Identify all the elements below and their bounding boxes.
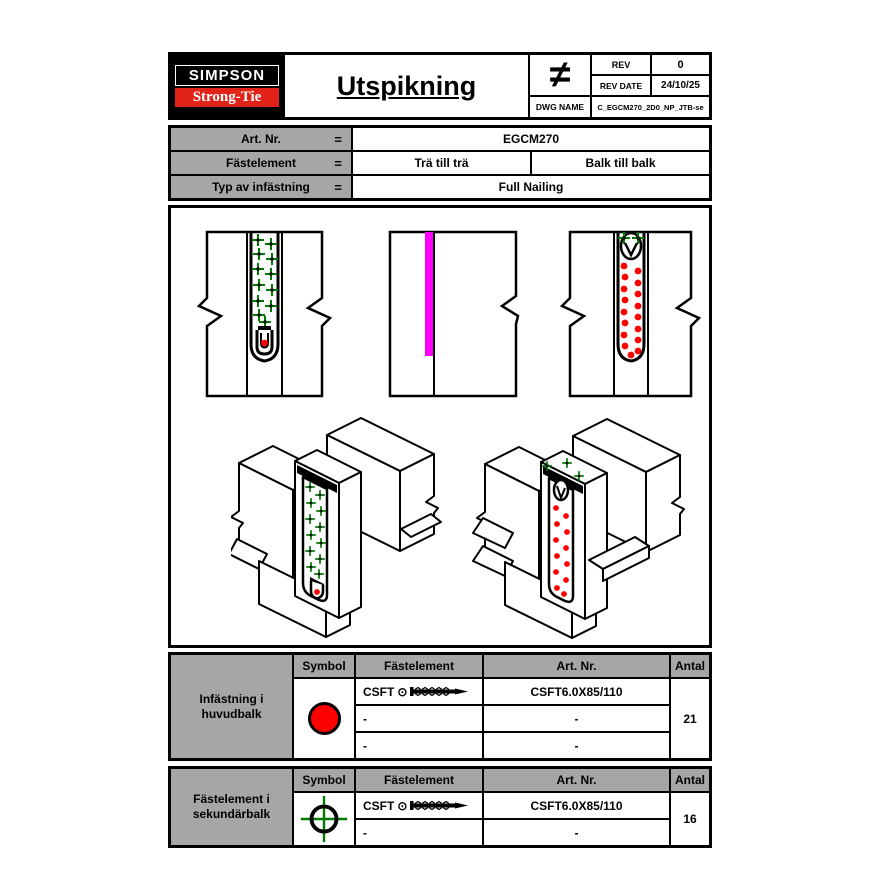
rev-label: REV — [592, 55, 650, 74]
table-row-label: Infästning i huvudbalk — [171, 655, 292, 758]
fastener-cell: CSFT ⊙ — [356, 793, 482, 818]
rev-date-value: 24/10/25 — [652, 76, 709, 95]
equals-sign: = — [334, 131, 342, 147]
info-label-art-nr: Art. Nr. = — [171, 128, 351, 150]
info-label-text: Art. Nr. — [240, 132, 281, 146]
screw-icon — [410, 686, 470, 697]
table-row-label: Fästelement i sekundärbalk — [171, 769, 292, 845]
fastener-table-main-beam: Infästning i huvudbalk Symbol Fästelemen… — [168, 652, 712, 761]
side-view-strap-edge — [388, 230, 520, 398]
header-symbol: Symbol — [294, 769, 354, 791]
fastener-cell: - — [356, 706, 482, 731]
circled-dot-icon: ⊙ — [397, 798, 408, 813]
back-view-main-fasteners — [559, 230, 702, 398]
title-block: SIMPSON Strong-Tie Utspikning ≠ REV 0 RE… — [168, 52, 712, 120]
rev-value: 0 — [652, 55, 709, 74]
art-nr-cell: - — [484, 820, 669, 845]
isometric-view-back — [472, 418, 685, 639]
equals-sign: = — [334, 179, 342, 195]
sheet-content: SIMPSON Strong-Tie Utspikning ≠ REV 0 RE… — [168, 52, 712, 848]
fastener-cell: - — [356, 820, 482, 845]
page-title: Utspikning — [285, 55, 528, 117]
drawing-area — [168, 205, 712, 648]
art-nr-cell: - — [484, 706, 669, 731]
info-value-art-nr: EGCM270 — [353, 128, 709, 150]
symbol-cell — [294, 793, 354, 845]
fastener-cell: CSFT ⊙ — [356, 679, 482, 704]
dwg-name-value: C_EGCM270_2D0_NP_JTB-se — [592, 97, 709, 117]
header-symbol: Symbol — [294, 655, 354, 677]
circled-dot-icon: ⊙ — [397, 684, 408, 699]
info-label-fastelement: Fästelement = — [171, 152, 351, 174]
main-beam-fastener-symbol — [307, 702, 341, 735]
projection-symbol-icon: ≠ — [530, 55, 590, 95]
product-info-table: Art. Nr. = EGCM270 Fästelement = Trä til… — [168, 125, 712, 201]
screw-icon — [410, 800, 470, 811]
info-value-balk-till-balk: Balk till balk — [532, 152, 709, 174]
fastener-cell: - — [356, 733, 482, 758]
logo-strongtie: Strong-Tie — [175, 88, 279, 107]
header-art-nr: Art. Nr. — [484, 769, 669, 791]
header-fastener: Fästelement — [356, 769, 482, 791]
company-logo: SIMPSON Strong-Tie — [171, 55, 283, 117]
dwg-name-label: DWG NAME — [530, 97, 590, 117]
info-value-tra-till-tra: Trä till trä — [353, 152, 530, 174]
fastener-name: CSFT — [363, 684, 395, 699]
equals-sign: = — [334, 155, 342, 171]
header-qty: Antal — [671, 655, 709, 677]
fastener-table-secondary-beam: Fästelement i sekundärbalk Symbol Fästel… — [168, 766, 712, 848]
front-view-secondary-fasteners — [197, 230, 332, 398]
info-value-full-nailing: Full Nailing — [353, 176, 709, 198]
isometric-view-front — [231, 417, 442, 638]
header-art-nr: Art. Nr. — [484, 655, 669, 677]
info-label-typ-av-infastning: Typ av infästning = — [171, 176, 351, 198]
symbol-cell — [294, 679, 354, 758]
logo-simpson: SIMPSON — [175, 65, 279, 86]
info-label-text: Fästelement — [225, 156, 297, 170]
header-qty: Antal — [671, 769, 709, 791]
qty-cell: 16 — [671, 793, 709, 845]
qty-cell: 21 — [671, 679, 709, 758]
rev-date-label: REV DATE — [592, 76, 650, 95]
fastener-name: CSFT — [363, 798, 395, 813]
art-nr-cell: - — [484, 733, 669, 758]
art-nr-cell: CSFT6.0X85/110 — [484, 679, 669, 704]
header-fastener: Fästelement — [356, 655, 482, 677]
art-nr-cell: CSFT6.0X85/110 — [484, 793, 669, 818]
strap-profile — [425, 232, 433, 356]
info-label-text: Typ av infästning — [212, 180, 310, 194]
secondary-beam-fastener-symbol — [300, 795, 348, 843]
